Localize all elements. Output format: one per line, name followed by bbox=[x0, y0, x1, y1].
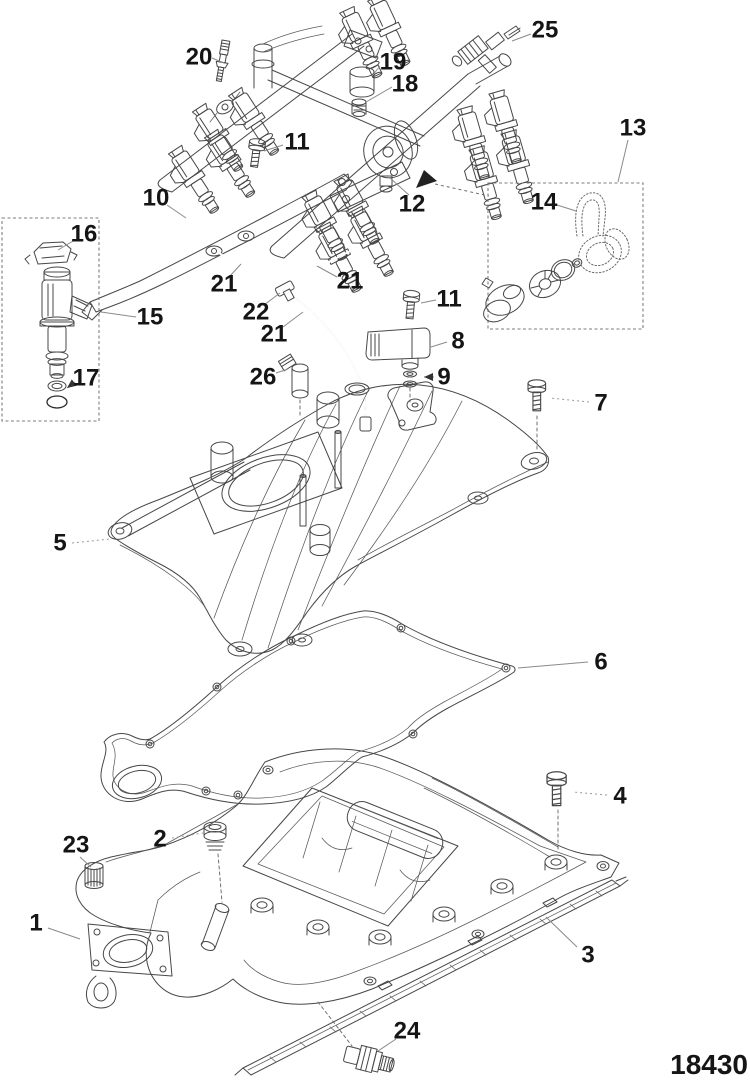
callout-7: 7 bbox=[594, 390, 607, 417]
manifold-gasket bbox=[100, 610, 516, 805]
leader-line-13 bbox=[617, 139, 629, 183]
callout-22: 22 bbox=[243, 299, 270, 326]
callout-19: 19 bbox=[380, 49, 407, 76]
callout-21: 21 bbox=[261, 321, 288, 348]
leader-line-3 bbox=[545, 916, 578, 948]
leader-line-12 bbox=[389, 177, 410, 196]
callout-2: 2 bbox=[153, 826, 166, 853]
bolts bbox=[245, 137, 567, 851]
callout-14: 14 bbox=[531, 189, 558, 216]
leader-line-6 bbox=[517, 661, 589, 669]
leader-line-21 bbox=[229, 263, 242, 277]
leader-line-1 bbox=[47, 927, 81, 940]
callout-11: 11 bbox=[436, 286, 461, 313]
leader-line-19 bbox=[371, 65, 381, 77]
callout-11: 11 bbox=[284, 129, 309, 156]
leader-line-21 bbox=[316, 265, 338, 278]
callout-21: 21 bbox=[211, 271, 238, 298]
callout-6: 6 bbox=[594, 649, 607, 676]
vacuum-hoses bbox=[217, 247, 372, 432]
leader-line-8 bbox=[430, 341, 448, 348]
leader-line-5 bbox=[71, 538, 111, 544]
leader-line-10 bbox=[166, 204, 187, 219]
leader-line-4 bbox=[572, 791, 608, 796]
callout-18: 18 bbox=[392, 71, 419, 98]
leader-line-21 bbox=[282, 311, 304, 328]
callout-3: 3 bbox=[581, 942, 594, 969]
fuel-rail-assembly bbox=[157, 25, 512, 259]
callout-20: 20 bbox=[186, 44, 213, 71]
mounting-bracket bbox=[81, 173, 353, 321]
leader-arrowhead-9 bbox=[424, 373, 433, 381]
fuel-injector-inset bbox=[1, 217, 100, 422]
leader-line-15 bbox=[100, 311, 137, 318]
leader-line-26 bbox=[275, 368, 289, 374]
stud-screw bbox=[215, 39, 231, 83]
leader-line-16 bbox=[57, 240, 74, 251]
callout-23: 23 bbox=[63, 832, 90, 859]
leader-line-23 bbox=[79, 856, 92, 868]
callout-4: 4 bbox=[613, 783, 627, 810]
figure-number: 18430 bbox=[670, 1049, 748, 1080]
upper-intake-manifold bbox=[107, 381, 550, 657]
callout-8: 8 bbox=[451, 328, 464, 355]
leader-line-7 bbox=[549, 397, 590, 403]
fuel-injectors bbox=[159, 0, 541, 301]
callout-17: 17 bbox=[73, 365, 100, 392]
leader-line-2 bbox=[171, 832, 204, 839]
leader-line-24 bbox=[377, 1038, 397, 1052]
leader-line-11 bbox=[420, 299, 437, 304]
seal-strip bbox=[234, 876, 629, 1076]
location-arrow bbox=[416, 170, 490, 197]
leader-line-11 bbox=[263, 144, 284, 152]
leader-arrowhead-17 bbox=[67, 379, 77, 388]
callout-10: 10 bbox=[143, 185, 170, 212]
leader-line-20 bbox=[211, 57, 225, 64]
callout-21: 21 bbox=[337, 268, 364, 295]
pipe-plug bbox=[203, 821, 227, 851]
test-port-fitting bbox=[451, 25, 521, 67]
callout-12: 12 bbox=[399, 191, 426, 218]
callout-24: 24 bbox=[394, 1018, 421, 1045]
knurled-plug bbox=[84, 862, 104, 889]
callout-13: 13 bbox=[620, 115, 647, 142]
callout-1: 1 bbox=[29, 910, 42, 937]
leader-line-25 bbox=[511, 33, 532, 42]
callout-25: 25 bbox=[532, 17, 559, 44]
temp-sensor bbox=[343, 1044, 395, 1074]
regulator-inset bbox=[481, 182, 644, 330]
leader-line-18 bbox=[365, 86, 393, 103]
callout-9: 9 bbox=[437, 364, 450, 391]
leader-line-22 bbox=[263, 292, 281, 306]
lower-intake-manifold bbox=[75, 748, 620, 1009]
callout-15: 15 bbox=[137, 304, 164, 331]
callout-26: 26 bbox=[250, 364, 277, 391]
leader-line-14 bbox=[556, 204, 577, 212]
callout-5: 5 bbox=[53, 530, 66, 557]
callout-16: 16 bbox=[71, 221, 98, 248]
pressure-cap-and-valve bbox=[349, 66, 375, 117]
elbow-fitting bbox=[277, 353, 309, 419]
